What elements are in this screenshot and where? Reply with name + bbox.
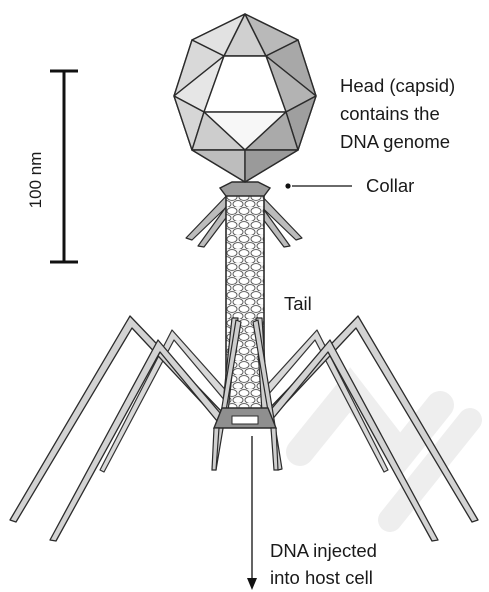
head-label-line-1: Head (capsid) — [340, 75, 455, 96]
scale-bar — [50, 71, 78, 262]
base-plate — [214, 408, 276, 428]
head-label: Head (capsid) contains the DNA genome — [340, 75, 455, 152]
dna-label-line-2: into host cell — [270, 567, 373, 588]
head-label-line-3: DNA genome — [340, 131, 450, 152]
dna-label-line-1: DNA injected — [270, 540, 377, 561]
collar-label: Collar — [366, 175, 414, 196]
dna-label: DNA injected into host cell — [270, 540, 377, 588]
dna-arrow — [247, 436, 257, 590]
collar — [220, 182, 270, 196]
tail-label: Tail — [284, 293, 312, 314]
scale-bar-label: 100 nm — [26, 152, 45, 209]
collar-pointer — [285, 183, 352, 188]
head-label-line-2: contains the — [340, 103, 440, 124]
capsid-head — [174, 14, 316, 182]
